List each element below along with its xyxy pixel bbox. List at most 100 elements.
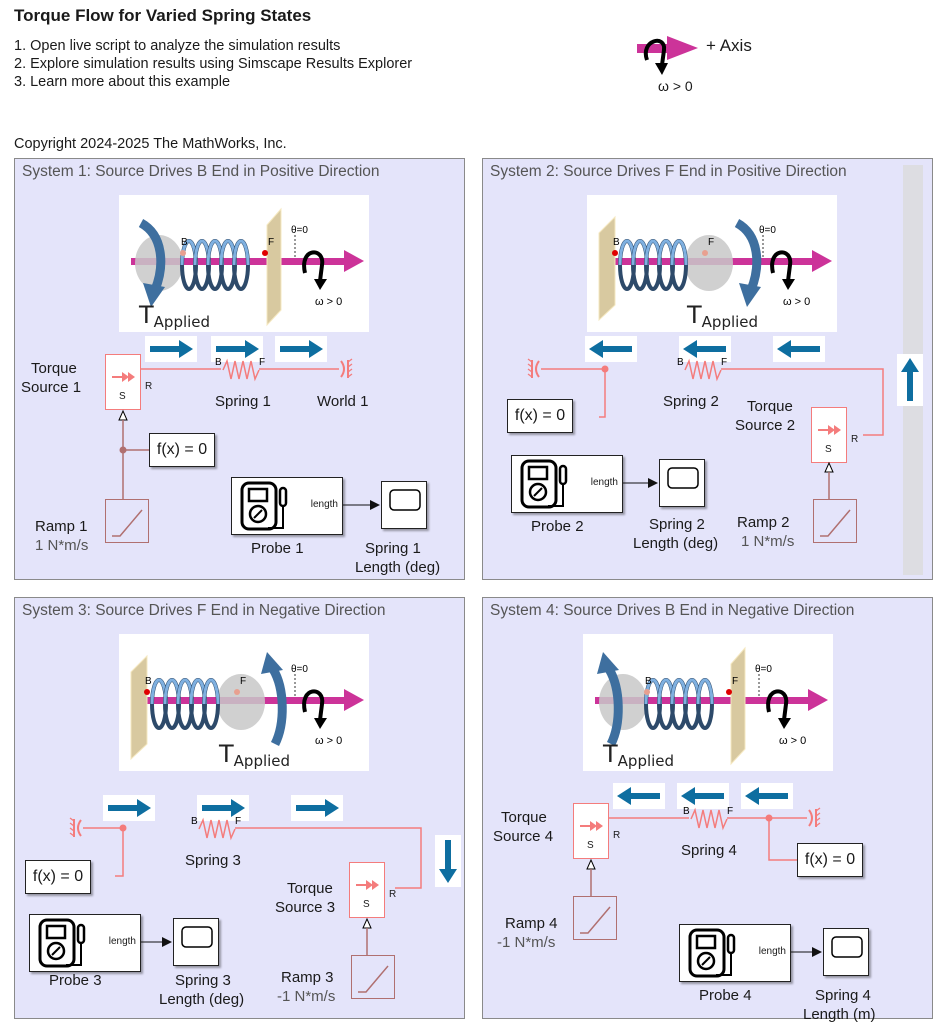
svg-text:B: B [677, 357, 684, 368]
probe-label: Probe 3 [49, 972, 102, 989]
ramp-icon [820, 509, 851, 537]
physical-connection-line [123, 449, 149, 451]
ramp-icon [580, 906, 611, 934]
probe-port-label: length [310, 499, 338, 510]
world-reference-icon[interactable] [527, 358, 541, 379]
ramp-block[interactable] [351, 955, 395, 999]
multimeter-icon [240, 481, 288, 531]
svg-text:θ=0: θ=0 [759, 225, 776, 236]
flow-arrow-left-icon [741, 783, 793, 809]
axis-label: + Axis [706, 36, 752, 55]
torque-source-block[interactable]: S [573, 803, 609, 859]
probe-block[interactable]: length [231, 477, 343, 535]
ramp-label: Ramp 4 [505, 915, 558, 932]
panel-title: System 4: Source Drives B End in Negativ… [490, 602, 855, 619]
svg-text:θ=0: θ=0 [755, 664, 772, 675]
torque-source-block[interactable]: S [349, 862, 385, 918]
multimeter-icon [688, 928, 736, 978]
solver-configuration-block[interactable]: f(x) = 0 [797, 843, 863, 877]
svg-text:F: F [732, 676, 738, 687]
svg-text:B: B [215, 357, 222, 368]
ramp-value-label: -1 N*m/s [277, 988, 336, 1005]
probe-block[interactable]: length [679, 924, 791, 982]
scope-label: Length (deg) [633, 535, 719, 552]
probe-block[interactable]: length [511, 455, 623, 513]
ramp-icon [358, 965, 389, 993]
panel-title: System 3: Source Drives F End in Negativ… [22, 602, 386, 619]
svg-text:TApplied: TApplied [138, 301, 210, 331]
ramp-value-label: 1 N*m/s [741, 533, 795, 550]
solver-label: f(x) = 0 [514, 407, 566, 424]
signal-connection-line [623, 478, 658, 488]
world-reference-icon[interactable] [807, 807, 821, 828]
ramp-label: Ramp 1 [35, 518, 88, 535]
torque-source-label: Source 1 [21, 379, 82, 396]
signal-connection-line [791, 947, 822, 957]
learn-more-link[interactable]: 3. Learn more about this example [14, 74, 231, 90]
scope-label: Length (deg) [159, 991, 245, 1008]
solver-configuration-block[interactable]: f(x) = 0 [507, 399, 573, 433]
svg-text:F: F [268, 237, 274, 248]
ramp-icon [112, 509, 143, 537]
solver-configuration-block[interactable]: f(x) = 0 [25, 860, 91, 894]
panel-title: System 2: Source Drives F End in Positiv… [490, 163, 847, 180]
probe-block[interactable]: length [29, 914, 141, 972]
open-live-script-link[interactable]: 1. Open live script to analyze the simul… [14, 38, 341, 54]
torque-source-icon [818, 425, 841, 435]
positive-axis-icon [637, 36, 698, 75]
physical-connection-line [721, 368, 884, 436]
explore-results-link[interactable]: 2. Explore simulation results using Sims… [14, 56, 413, 72]
spring-label: Spring 2 [663, 393, 719, 410]
copyright-text: Copyright 2024-2025 The MathWorks, Inc. [14, 136, 287, 152]
torque-source-label: Source 2 [735, 417, 796, 434]
system-1-panel: System 1: Source Drives B End in Positiv… [14, 158, 465, 580]
scope-block[interactable] [659, 459, 705, 507]
flow-arrow-right-icon [211, 336, 263, 362]
svg-text:F: F [259, 357, 265, 368]
physical-connection-line [366, 928, 368, 955]
physical-connection-line [141, 368, 221, 370]
physical-connection-line [122, 420, 124, 499]
svg-text:ω > 0: ω > 0 [315, 296, 342, 308]
world-reference-icon[interactable] [339, 358, 353, 379]
port-s-label: S [363, 899, 370, 910]
flow-arrow-left-icon [773, 336, 825, 362]
svg-text:B: B [683, 806, 690, 817]
ramp-block[interactable] [105, 499, 149, 543]
ramp-block[interactable] [813, 499, 857, 543]
signal-connection-line [141, 937, 172, 947]
torque-source-icon [356, 880, 379, 890]
probe-label: Probe 2 [531, 518, 584, 535]
scope-label: Spring 4 [815, 987, 871, 1004]
physical-connection-line [768, 818, 797, 861]
torque-source-icon [112, 372, 135, 382]
ramp-label: Ramp 3 [281, 969, 334, 986]
solver-configuration-block[interactable]: f(x) = 0 [149, 433, 215, 467]
scope-block[interactable] [823, 928, 869, 976]
scope-block[interactable] [381, 481, 427, 529]
physical-connection-line [235, 827, 422, 889]
scope-label: Spring 3 [175, 972, 231, 989]
torque-source-block[interactable]: S [105, 354, 141, 410]
physical-connection-line [599, 369, 606, 418]
world-reference-icon[interactable] [69, 817, 83, 838]
scope-label: Length (deg) [355, 559, 441, 576]
torque-source-label: Source 4 [493, 828, 554, 845]
svg-text:TApplied: TApplied [602, 740, 674, 770]
scope-block[interactable] [173, 918, 219, 966]
flow-arrow-up-icon [897, 354, 923, 406]
ramp-block[interactable] [573, 896, 617, 940]
torque-source-label: Torque [31, 360, 77, 377]
svg-text:ω > 0: ω > 0 [783, 296, 810, 308]
port-s-label: S [119, 391, 126, 402]
scope-screen-icon [831, 936, 863, 958]
panel-title: System 1: Source Drives B End in Positiv… [22, 163, 380, 180]
torque-source-block[interactable]: S [811, 407, 847, 463]
